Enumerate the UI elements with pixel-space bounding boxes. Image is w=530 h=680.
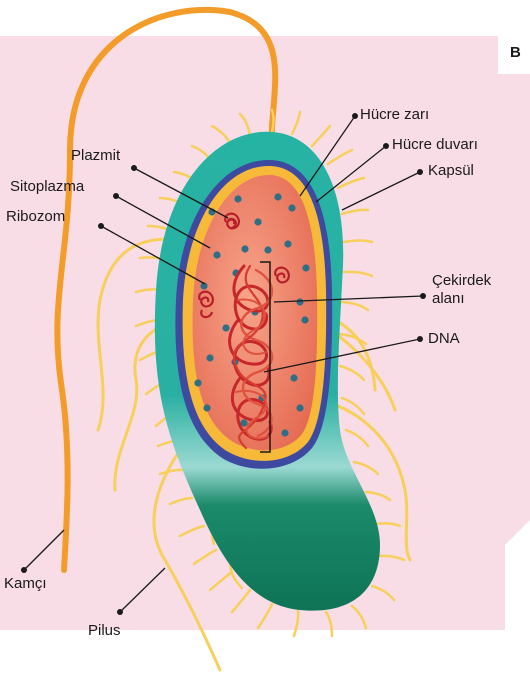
ribosome — [281, 429, 288, 436]
ribosome — [274, 193, 281, 200]
ribosome — [290, 374, 297, 381]
label-hucre-duvari: Hücre duvarı — [392, 136, 478, 154]
ribosome — [254, 218, 261, 225]
label-cekirdek: Çekirdek — [432, 272, 491, 290]
ribosome — [222, 324, 229, 331]
ribosome — [234, 195, 241, 202]
ribosome — [288, 204, 295, 211]
label-kapsul: Kapsül — [428, 162, 474, 180]
label-ribozom: Ribozom — [6, 208, 65, 226]
label-plazmit: Plazmit — [71, 147, 120, 165]
label-hucre-zari: Hücre zarı — [360, 106, 429, 124]
ribosome — [264, 246, 271, 253]
label-kamci: Kamçı — [4, 575, 47, 593]
label-sitoplazma: Sitoplazma — [10, 178, 84, 196]
ribosome — [301, 316, 308, 323]
ribosome — [206, 354, 213, 361]
ribosome — [296, 298, 303, 305]
corner-letter: B — [510, 44, 521, 61]
ribosome — [241, 245, 248, 252]
pilus-short — [272, 110, 274, 132]
ribosome — [284, 240, 291, 247]
ribosome — [296, 404, 303, 411]
ribosome — [194, 379, 201, 386]
ribosome — [203, 404, 210, 411]
ribosome — [302, 264, 309, 271]
label-cekirdek-alani: alanı — [432, 290, 465, 308]
label-pilus: Pilus — [88, 622, 121, 640]
ribosome — [213, 251, 220, 258]
label-dna: DNA — [428, 330, 460, 348]
